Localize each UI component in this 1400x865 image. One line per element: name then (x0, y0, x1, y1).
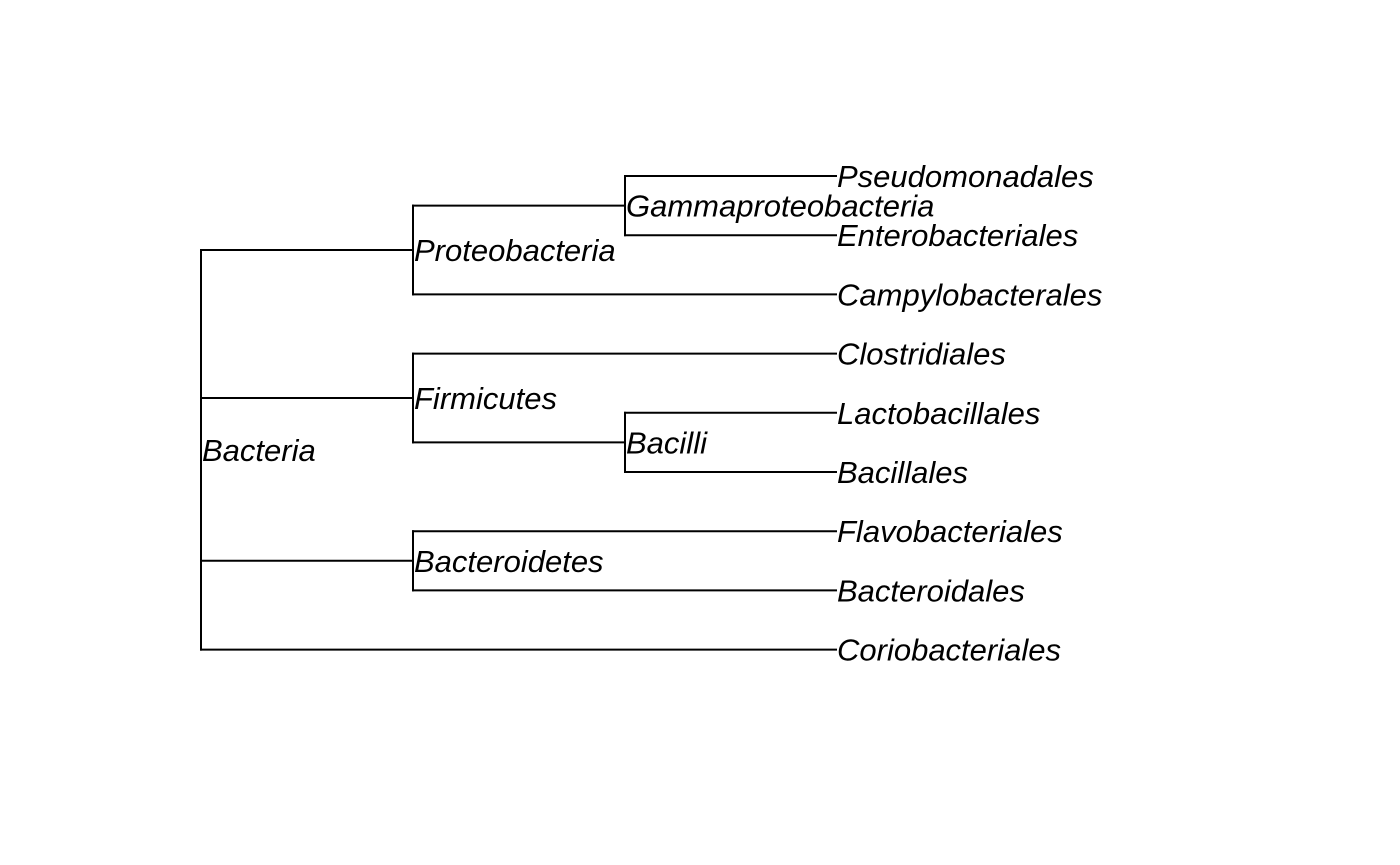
tree-labels: PseudomonadalesEnterobacterialesGammapro… (202, 159, 1102, 668)
clade-label-bacteria: Bacteria (202, 433, 316, 468)
leaf-label-bacteroidales: Bacteroidales (837, 573, 1025, 608)
tree-branches (200, 175, 837, 651)
leaf-label-campylobacterales: Campylobacterales (837, 277, 1102, 312)
leaf-label-clostridiales: Clostridiales (837, 337, 1006, 372)
clade-label-firmicutes: Firmicutes (414, 381, 557, 416)
clade-label-bacilli: Bacilli (626, 425, 708, 460)
leaf-label-lactobacillales: Lactobacillales (837, 396, 1040, 431)
leaf-label-coriobacteriales: Coriobacteriales (837, 633, 1061, 668)
clade-label-gammaproteobacteria: Gammaproteobacteria (626, 189, 934, 224)
clade-label-bacteroidetes: Bacteroidetes (414, 544, 604, 579)
clade-label-proteobacteria: Proteobacteria (414, 233, 616, 268)
leaf-label-flavobacteriales: Flavobacteriales (837, 514, 1063, 549)
leaf-label-bacillales: Bacillales (837, 455, 968, 490)
leaf-label-enterobacteriales: Enterobacteriales (837, 218, 1078, 253)
leaf-label-pseudomonadales: Pseudomonadales (837, 159, 1094, 194)
